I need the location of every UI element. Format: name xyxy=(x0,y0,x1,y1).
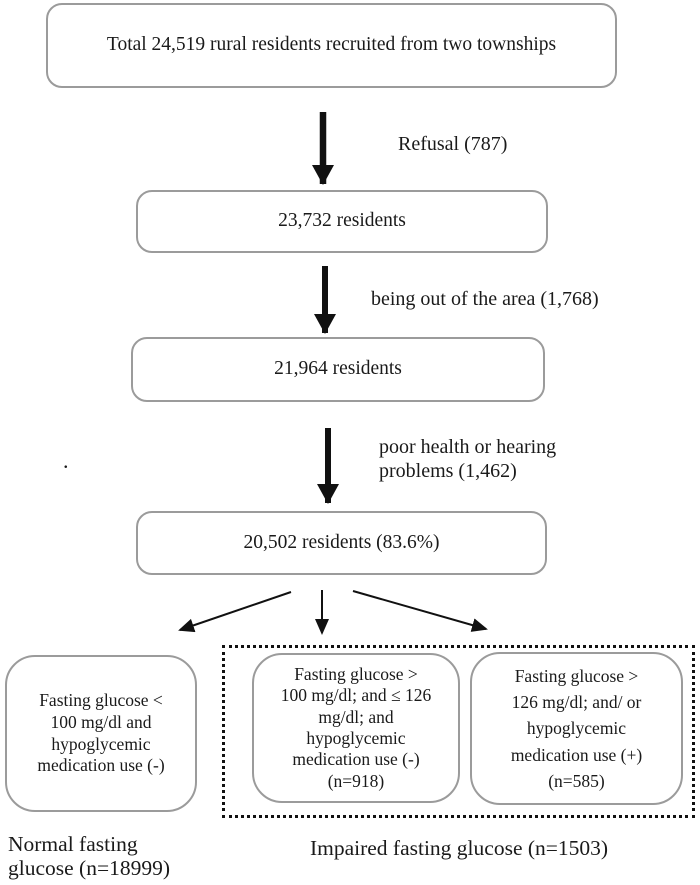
exclusion-label-poor-health: poor health or hearing problems (1,462) xyxy=(379,436,557,482)
box-final-participants: 20,502 residents (83.6%) xyxy=(136,511,547,575)
box-impaired-fasting-glucose-no-medication: Fasting glucose > 100 mg/dl; and ≤ 126 m… xyxy=(252,653,460,803)
box-after-out-of-area: 21,964 residents xyxy=(131,337,545,402)
exclusion-label-refusal: Refusal (787) xyxy=(398,133,508,155)
box-normal-fasting-glucose: Fasting glucose < 100 mg/dl and hypoglyc… xyxy=(5,655,197,812)
box-after-refusal: 23,732 residents xyxy=(136,190,548,253)
caption-impaired-fasting-glucose: Impaired fasting glucose (n=1503) xyxy=(309,836,609,860)
stray-period-mark: . xyxy=(63,448,69,473)
box-high-glucose-or-medication: Fasting glucose > 126 mg/dl; and/ or hyp… xyxy=(470,652,683,805)
caption-normal-fasting-glucose: Normal fasting glucose (n=18999) xyxy=(8,832,170,881)
box-total-recruited: Total 24,519 rural residents recruited f… xyxy=(46,3,617,88)
impaired-group-outline xyxy=(222,645,695,818)
arrow-to-normal-box xyxy=(178,591,292,633)
exclusion-label-out-of-area: being out of the area (1,768) xyxy=(371,288,599,310)
arrow-to-high-box xyxy=(352,590,488,632)
